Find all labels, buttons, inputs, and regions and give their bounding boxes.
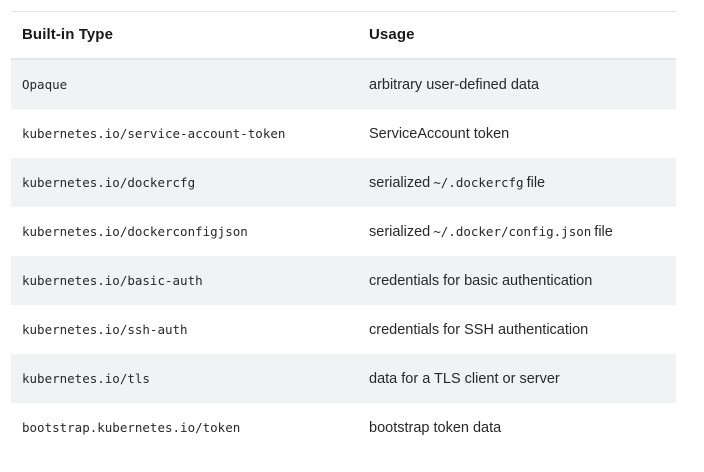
cell-usage: ServiceAccount token: [365, 109, 676, 158]
cell-built-in-type: kubernetes.io/basic-auth: [11, 256, 365, 305]
usage-description: ServiceAccount token: [369, 126, 509, 142]
table-row: kubernetes.io/basic-auth credentials for …: [11, 256, 676, 305]
secret-type-code: kubernetes.io/dockercfg: [22, 174, 196, 190]
cell-usage: bootstrap token data: [365, 403, 676, 452]
cell-built-in-type: kubernetes.io/service-account-token: [11, 109, 365, 158]
cell-usage: credentials for basic authentication: [365, 256, 676, 305]
table-header: Built-in Type Usage: [11, 11, 676, 60]
cell-built-in-type: kubernetes.io/dockerconfigjson: [11, 207, 365, 256]
secret-type-code: kubernetes.io/service-account-token: [22, 125, 286, 141]
usage-description: data for a TLS client or server: [369, 371, 560, 387]
usage-text-before: serialized: [369, 174, 431, 191]
usage-text-before: data for a TLS client or server: [369, 370, 560, 387]
cell-built-in-type: Opaque: [11, 59, 365, 109]
cell-built-in-type: kubernetes.io/ssh-auth: [11, 305, 365, 354]
cell-built-in-type: kubernetes.io/dockercfg: [11, 158, 365, 207]
usage-text-after: file: [526, 174, 546, 191]
usage-description: arbitrary user-defined data: [369, 77, 539, 93]
table-row: kubernetes.io/dockerconfigjson serialized…: [11, 207, 676, 256]
table-row: kubernetes.io/tls data for a TLS client o…: [11, 354, 676, 403]
usage-text-before: credentials for basic authentication: [369, 272, 593, 289]
table-header-row: Built-in Type Usage: [11, 11, 676, 60]
cell-built-in-type: bootstrap.kubernetes.io/token: [11, 403, 365, 452]
column-header-built-in-type: Built-in Type: [11, 11, 365, 60]
table-row: kubernetes.io/ssh-auth credentials for SS…: [11, 305, 676, 354]
table-row: kubernetes.io/dockercfg serialized~/.dock…: [11, 158, 676, 207]
cell-usage: credentials for SSH authentication: [365, 305, 676, 354]
secret-type-code: kubernetes.io/tls: [22, 370, 150, 386]
secret-type-code: kubernetes.io/dockerconfigjson: [22, 223, 248, 239]
usage-inline-code: ~/.dockercfg: [433, 174, 524, 190]
usage-text-before: arbitrary user-defined data: [369, 76, 540, 93]
builtin-secret-types-table: Built-in Type Usage Opaque arbitrary user…: [11, 11, 676, 452]
table-row: bootstrap.kubernetes.io/token bootstrap t…: [11, 403, 676, 452]
secret-type-code: bootstrap.kubernetes.io/token: [22, 419, 241, 435]
secret-type-code: kubernetes.io/basic-auth: [22, 272, 203, 288]
cell-usage: arbitrary user-defined data: [365, 59, 676, 109]
usage-text-after: file: [594, 223, 613, 240]
usage-description: credentials for basic authentication: [369, 273, 592, 289]
table-row: Opaque arbitrary user-defined data: [11, 59, 676, 109]
usage-text-before: bootstrap token data: [369, 419, 502, 436]
usage-text-before: credentials for SSH authentication: [369, 321, 589, 338]
table-body: Opaque arbitrary user-defined data kuberne…: [11, 59, 676, 452]
usage-text-before: ServiceAccount token: [369, 125, 510, 142]
secret-type-code: Opaque: [22, 76, 68, 92]
cell-built-in-type: kubernetes.io/tls: [11, 354, 365, 403]
builtin-secret-types-table-container: Built-in Type Usage Opaque arbitrary user…: [11, 11, 676, 452]
usage-description: bootstrap token data: [369, 420, 501, 436]
secret-type-code: kubernetes.io/ssh-auth: [22, 321, 188, 337]
cell-usage: data for a TLS client or server: [365, 354, 676, 403]
usage-description: credentials for SSH authentication: [369, 322, 588, 338]
table-row: kubernetes.io/service-account-token Servi…: [11, 109, 676, 158]
column-header-usage: Usage: [365, 11, 676, 60]
usage-text-before: serialized: [369, 223, 431, 240]
usage-inline-code: ~/.docker/config.json: [433, 223, 592, 239]
